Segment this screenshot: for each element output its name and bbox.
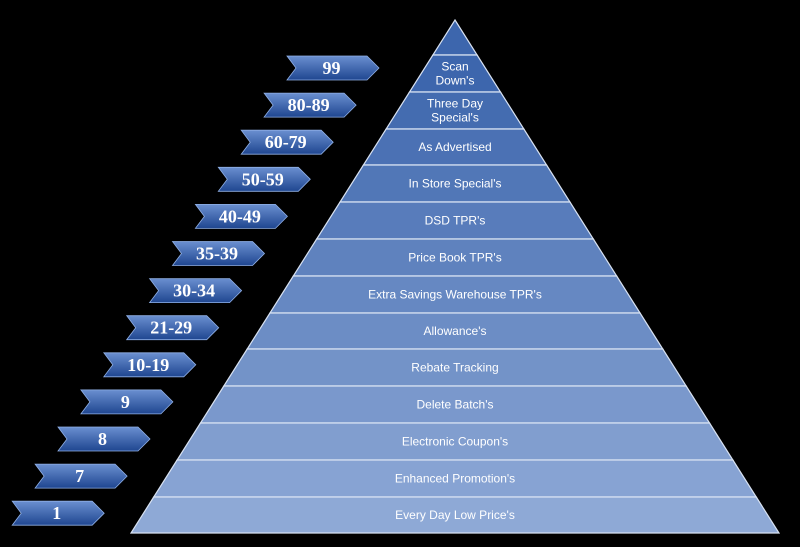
priority-arrow: 99 <box>286 55 380 81</box>
priority-arrow: 35-39 <box>171 241 266 266</box>
tier-label: Price Book TPR's <box>408 251 501 265</box>
tier-label: Enhanced Promotion's <box>395 472 515 486</box>
pyramid-tier: Every Day Low Price's <box>129 496 781 534</box>
arrow-label: 21-29 <box>150 318 192 338</box>
arrow-label: 99 <box>323 58 341 78</box>
arrow-label: 35-39 <box>196 244 238 264</box>
pyramid-tip <box>431 18 479 56</box>
tier-label: DSD TPR's <box>425 214 486 228</box>
tier-label: Allowance's <box>424 324 487 338</box>
priority-arrows: 99 80-89 60-79 50-59 40-49 35-39 30-34 21-29 10-… <box>11 55 380 526</box>
pyramid-tier: Electronic Coupon's <box>176 422 734 461</box>
arrow-label: 30-34 <box>173 281 215 301</box>
priority-arrow: 80-89 <box>263 92 357 118</box>
tier-label: Scan <box>441 60 468 74</box>
priority-arrow: 8 <box>57 426 151 452</box>
pyramid-tier: Price Book TPR's <box>292 238 618 277</box>
tier-label: Delete Batch's <box>417 398 494 412</box>
arrow-label: 7 <box>75 466 84 486</box>
arrow-shape <box>194 203 288 229</box>
arrow-shape <box>125 315 220 341</box>
priority-arrow: 7 <box>34 463 128 489</box>
arrow-label: 40-49 <box>219 206 261 226</box>
tier-label: Down's <box>436 74 475 88</box>
arrow-shape <box>34 463 128 489</box>
arrow-label: 80-89 <box>288 95 330 115</box>
arrow-label: 8 <box>98 429 107 449</box>
tier-label: Electronic Coupon's <box>402 435 508 449</box>
pyramid-tier: Rebate Tracking <box>222 348 688 387</box>
priority-arrow: 9 <box>80 389 174 415</box>
tier-label: Three Day <box>427 97 483 111</box>
tier-label: Every Day Low Price's <box>395 508 515 522</box>
arrow-shape <box>263 92 357 118</box>
pyramid-tier: Extra Savings Warehouse TPR's <box>268 275 642 314</box>
arrow-label: 1 <box>52 503 61 523</box>
arrow-shape <box>148 278 243 304</box>
tier-label: Special's <box>431 111 479 125</box>
pyramid-tier: Enhanced Promotion's <box>152 459 758 498</box>
arrow-label: 9 <box>121 392 130 412</box>
priority-arrow: 60-79 <box>240 129 334 155</box>
pyramid-tier: DSD TPR's <box>315 201 595 240</box>
pyramid-tier: In Store Special's <box>338 164 572 203</box>
arrow-shape <box>171 241 266 266</box>
tier-label: In Store Special's <box>408 177 501 191</box>
arrow-label: 10-19 <box>127 355 169 375</box>
tier-label: As Advertised <box>418 140 491 154</box>
priority-arrow: 21-29 <box>125 315 220 341</box>
tier-label: Rebate Tracking <box>411 361 498 375</box>
pyramid-tier: Delete Batch's <box>199 385 711 424</box>
arrow-shape <box>11 500 105 526</box>
priority-arrow: 50-59 <box>217 166 311 192</box>
arrow-shape <box>80 389 174 415</box>
arrow-label: 60-79 <box>265 132 307 152</box>
pyramid-tier-band <box>129 496 781 534</box>
arrow-shape <box>286 55 380 81</box>
priority-arrow: 30-34 <box>148 278 243 304</box>
arrow-shape <box>57 426 151 452</box>
priority-arrow: 10-19 <box>103 352 197 378</box>
priority-arrow: 40-49 <box>194 203 288 229</box>
tier-label: Extra Savings Warehouse TPR's <box>368 288 542 302</box>
pyramid-tier: As Advertised <box>362 128 548 166</box>
pyramid-tier: Allowance's <box>246 312 664 350</box>
arrow-shape <box>103 352 197 378</box>
arrow-label: 50-59 <box>242 169 284 189</box>
arrow-shape <box>240 129 334 155</box>
priority-arrow: 1 <box>11 500 105 526</box>
arrow-shape <box>217 166 311 192</box>
